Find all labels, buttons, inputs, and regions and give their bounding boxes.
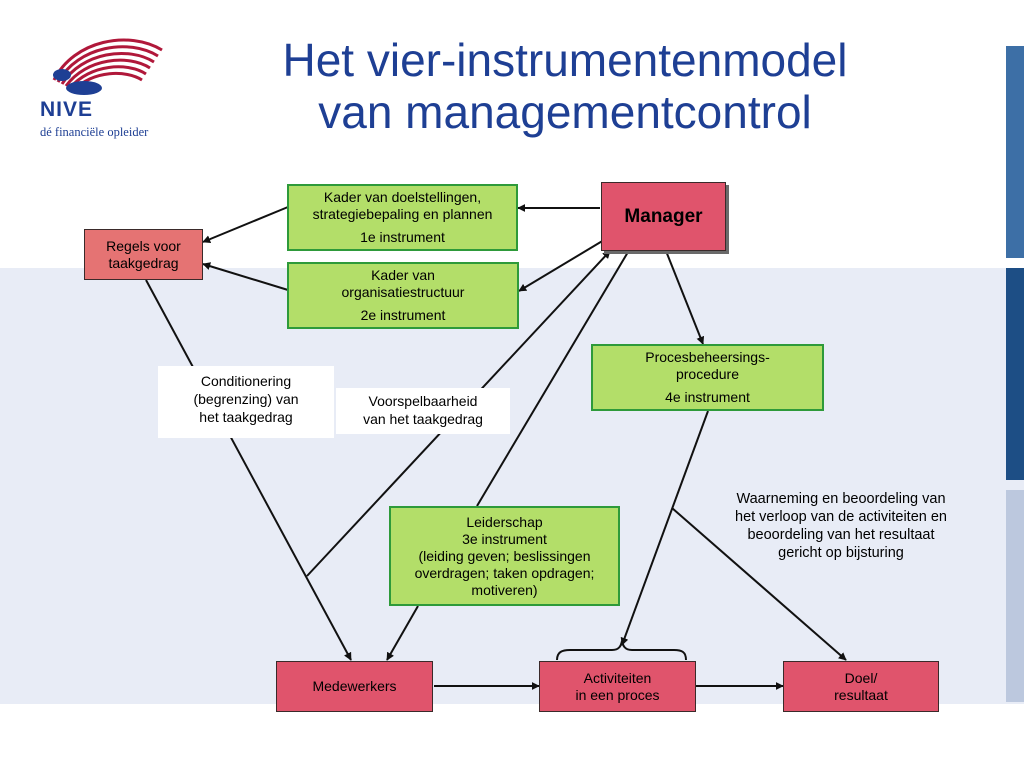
instrument1-line3: 1e instrument	[360, 229, 445, 245]
instrument1-line2: strategiebepaling en plannen	[312, 206, 493, 222]
conditionering-label: Conditionering (begrenzing) van het taak…	[158, 366, 334, 438]
regels-line1: Regels voor	[106, 237, 181, 254]
instrument3-line4: overdragen; taken opdragen;	[414, 564, 595, 581]
instrument2-line1: Kader van	[371, 267, 435, 283]
conditionering-line3: het taakgedrag	[199, 409, 293, 425]
manager-box: Manager	[601, 182, 726, 251]
sidebar-block-bottom	[1006, 490, 1024, 702]
instrument1-line1: Kader van doelstellingen,	[323, 189, 482, 205]
waarneming-line4: gericht op bijsturing	[778, 545, 904, 561]
arrow-waarneming-to-doel	[671, 507, 847, 661]
waarneming-line3: beoordeling van het resultaat	[747, 527, 935, 543]
voorspelbaarheid-label: Voorspelbaarheid van het taakgedrag	[336, 388, 510, 434]
arrow-leiderschap-to-medewerkers	[386, 605, 419, 661]
medewerkers-box: Medewerkers	[276, 661, 433, 712]
voorspelbaarheid-line1: Voorspelbaarheid	[368, 393, 478, 409]
background-band	[0, 268, 1024, 704]
waarneming-note: Waarneming en beoordeling van het verloo…	[700, 490, 982, 562]
instrument3-line3: (leiding geven; beslissingen	[418, 547, 591, 564]
waarneming-line1: Waarneming en beoordeling van	[736, 491, 946, 507]
instrument2-box: Kader van organisatiestructuur 2e instru…	[287, 262, 519, 329]
instrument4-box: Procesbeheersings- procedure 4e instrume…	[591, 344, 824, 411]
instrument3-line2: 3e instrument	[462, 530, 547, 547]
title-line-1: Het vier-instrumentenmodel	[282, 34, 848, 86]
activiteiten-box: Activiteiten in een proces	[539, 661, 696, 712]
activiteiten-line2: in een proces	[575, 686, 660, 703]
instrument2-line2: organisatiestructuur	[341, 284, 465, 300]
conditionering-line1: Conditionering	[200, 373, 292, 389]
logo-name: NIVE	[40, 98, 94, 121]
line-manager-to-leiderschap	[476, 251, 629, 507]
instrument3-line1: Leiderschap	[466, 513, 543, 530]
voorspelbaarheid-line2: van het taakgedrag	[363, 411, 483, 427]
brace-activiteiten	[556, 640, 687, 661]
arrow-instrument2-to-regels	[202, 262, 289, 291]
conditionering-line2: (begrenzing) van	[193, 391, 299, 407]
nive-logo-icon	[52, 38, 163, 95]
waarneming-line2: het verloop van de activiteiten en	[735, 509, 947, 525]
arrow-instrument4-to-activiteiten	[620, 410, 709, 646]
instrument1-box: Kader van doelstellingen, strategiebepal…	[287, 184, 518, 251]
arrow-manager-to-instrument4	[665, 250, 705, 345]
manager-label: Manager	[624, 206, 703, 227]
instrument4-line3: 4e instrument	[665, 389, 750, 405]
medewerkers-label: Medewerkers	[312, 678, 397, 694]
sidebar-block-middle	[1006, 268, 1024, 480]
line-regels-to-medewerkers	[145, 279, 352, 661]
instrument2-line3: 2e instrument	[360, 307, 446, 323]
doel-line1: Doel/	[844, 669, 878, 686]
arrow-manager-to-instrument2	[518, 239, 605, 292]
doel-box: Doel/ resultaat	[783, 661, 939, 712]
logo-tagline: dé financiële opleider	[40, 125, 149, 139]
instrument3-line5: motiveren)	[471, 581, 538, 598]
instrument3-box: Leiderschap 3e instrument (leiding geven…	[389, 506, 620, 606]
regels-box: Regels voor taakgedrag	[84, 229, 203, 280]
regels-line2: taakgedrag	[108, 254, 179, 271]
arrow-instrument1-to-regels	[202, 206, 289, 243]
activiteiten-line1: Activiteiten	[583, 669, 652, 686]
instrument4-line1: Procesbeheersings-	[645, 349, 770, 365]
sidebar-block-top	[1006, 46, 1024, 258]
doel-line2: resultaat	[834, 686, 888, 703]
page-title: Het vier-instrumentenmodel van managemen…	[215, 34, 915, 138]
title-line-2: van managementcontrol	[318, 86, 812, 138]
instrument4-line2: procedure	[675, 366, 740, 382]
